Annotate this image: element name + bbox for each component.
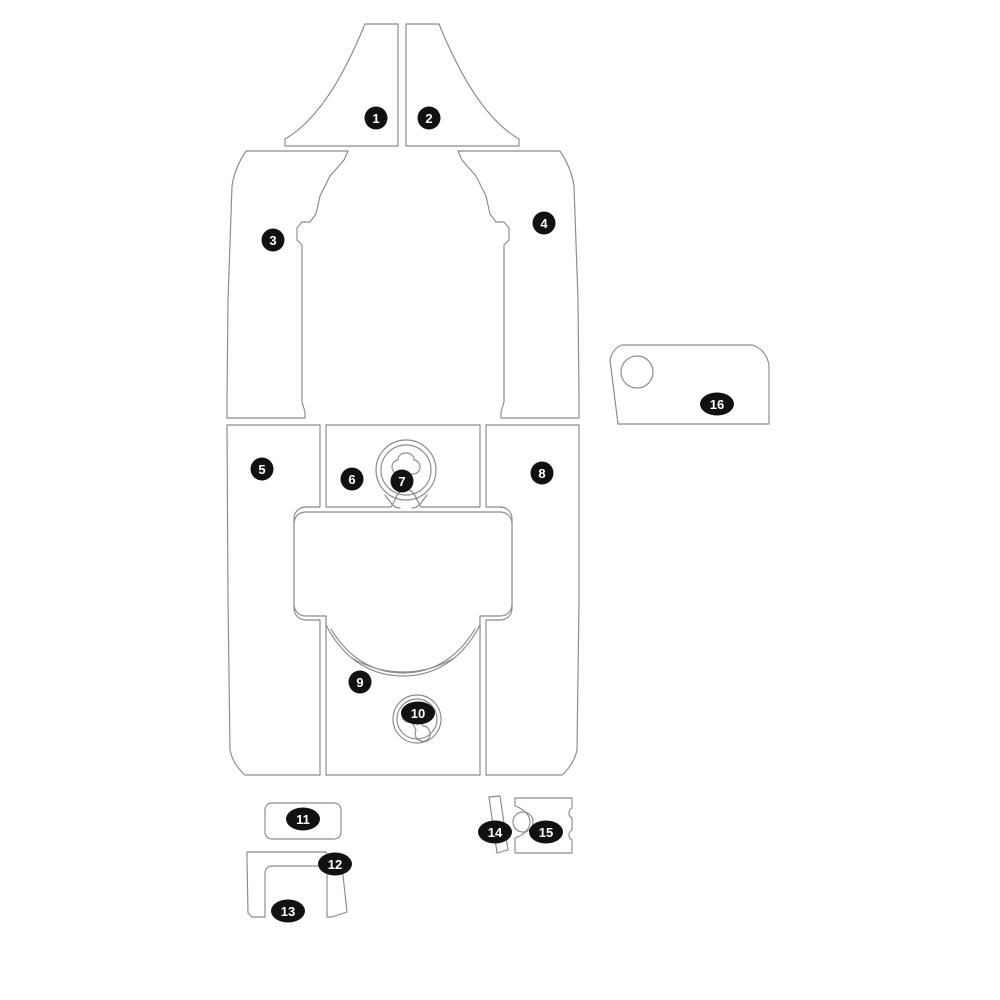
callout-badge-9[interactable]: 9: [348, 670, 372, 694]
callout-badge-label-14: 14: [488, 825, 503, 840]
callout-badge-label-6: 6: [348, 472, 355, 487]
callout-badge-label-4: 4: [540, 216, 548, 231]
shifter-boot-outer-ring: [375, 439, 437, 501]
callout-badge-body-5: [250, 457, 274, 481]
callout-badge-label-15: 15: [539, 825, 553, 840]
callout-badge-body-16: [700, 392, 734, 416]
callout-badge-7[interactable]: 7: [390, 469, 414, 493]
callout-badge-body-4: [532, 211, 556, 235]
callout-badge-body-7: [390, 469, 414, 493]
right-floor-side-carpet: [485, 424, 580, 776]
callout-badge-13[interactable]: 13: [271, 899, 305, 923]
callout-badge-label-3: 3: [269, 233, 276, 248]
callout-badge-2[interactable]: 2: [417, 106, 441, 130]
callout-badge-3[interactable]: 3: [261, 228, 285, 252]
callout-badge-label-11: 11: [296, 812, 310, 827]
callout-badge-14[interactable]: 14: [478, 820, 512, 844]
callout-badge-body-11: [286, 807, 320, 831]
callout-badge-body-2: [417, 106, 441, 130]
callout-badge-label-5: 5: [258, 462, 265, 477]
shifter-boot-skirt: [384, 494, 428, 509]
detail-circles-layer: [375, 355, 654, 833]
callout-badge-15[interactable]: 15: [529, 820, 563, 844]
callout-badge-10[interactable]: 10: [401, 701, 435, 725]
panel-15-notch-circle: [512, 811, 534, 833]
left-front-footwell-carpet: [226, 150, 349, 419]
callout-badge-1[interactable]: 1: [364, 106, 388, 130]
callout-badge-12[interactable]: 12: [318, 852, 352, 876]
callout-badge-body-3: [261, 228, 285, 252]
callout-badge-body-10: [401, 701, 435, 725]
callout-badge-6[interactable]: 6: [340, 467, 364, 491]
callout-badge-body-14: [478, 820, 512, 844]
callout-badge-body-6: [340, 467, 364, 491]
rear-carpet-scoop-seam: [330, 628, 476, 674]
callout-badge-label-9: 9: [356, 675, 363, 690]
callout-badge-body-15: [529, 820, 563, 844]
center-tunnel-carpet: [293, 511, 513, 673]
rear-deck-panel-cutout: [620, 355, 654, 389]
callout-badge-label-10: 10: [411, 706, 425, 721]
callout-badge-body-12: [318, 852, 352, 876]
callout-badge-label-2: 2: [425, 111, 432, 126]
callout-badge-label-12: 12: [328, 857, 342, 872]
callout-badge-label-1: 1: [372, 111, 379, 126]
right-front-footwell-carpet: [457, 150, 580, 419]
callout-badge-label-7: 7: [398, 474, 405, 489]
callout-badge-label-13: 13: [281, 904, 295, 919]
callout-badge-label-16: 16: [710, 397, 724, 412]
callout-badge-16[interactable]: 16: [700, 392, 734, 416]
callout-badge-5[interactable]: 5: [250, 457, 274, 481]
callout-badge-body-13: [271, 899, 305, 923]
shifter-boot-inner-ring: [380, 444, 432, 496]
callout-badge-body-9: [348, 670, 372, 694]
callout-badge-11[interactable]: 11: [286, 807, 320, 831]
callout-badge-body-1: [364, 106, 388, 130]
callout-badge-label-8: 8: [538, 466, 545, 481]
rear-grommet-outer-ring: [392, 694, 442, 744]
rear-grommet-inner-ring: [396, 698, 438, 740]
callout-badge-8[interactable]: 8: [530, 461, 554, 485]
parts-layer: [226, 23, 770, 918]
left-floor-side-carpet: [226, 424, 321, 776]
callout-badge-4[interactable]: 4: [532, 211, 556, 235]
callout-badge-body-8: [530, 461, 554, 485]
